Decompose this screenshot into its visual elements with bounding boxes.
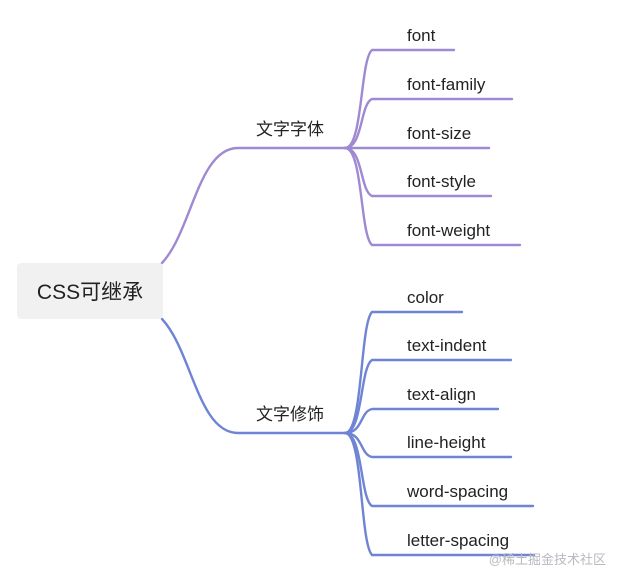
leaf-connector-1-2: [343, 407, 500, 435]
leaf-label-word-spacing[interactable]: word-spacing: [407, 482, 509, 501]
leaf-label-font[interactable]: font: [407, 26, 436, 45]
branch-label-1[interactable]: 文字修饰: [256, 405, 324, 424]
leaf-connector-0-4: [343, 146, 522, 247]
branch-connector-1: [160, 317, 347, 435]
branch-connector-0: [160, 146, 347, 265]
root-label: CSS可继承: [36, 281, 144, 304]
leaf-connector-1-5: [343, 431, 536, 557]
leaf-label-text-indent[interactable]: text-indent: [407, 336, 487, 355]
leaf-connector-1-1: [343, 358, 513, 435]
leaf-label-font-weight[interactable]: font-weight: [407, 221, 491, 240]
leaf-label-letter-spacing[interactable]: letter-spacing: [407, 531, 510, 550]
leaf-connector-0-0: [343, 48, 456, 150]
leaf-label-font-style[interactable]: font-style: [407, 172, 476, 191]
root-node[interactable]: CSS可继承: [17, 263, 163, 319]
leaf-connector-0-1: [343, 97, 514, 150]
watermark: @稀土掘金技术社区: [488, 552, 606, 567]
leaf-label-color[interactable]: color: [407, 288, 444, 307]
leaf-label-font-family[interactable]: font-family: [407, 75, 486, 94]
branch-label-0[interactable]: 文字字体: [256, 120, 324, 139]
leaf-label-text-align[interactable]: text-align: [407, 385, 476, 404]
leaf-connector-1-0: [343, 310, 464, 435]
leaf-label-line-height[interactable]: line-height: [407, 433, 486, 452]
leaf-label-font-size[interactable]: font-size: [407, 124, 472, 143]
